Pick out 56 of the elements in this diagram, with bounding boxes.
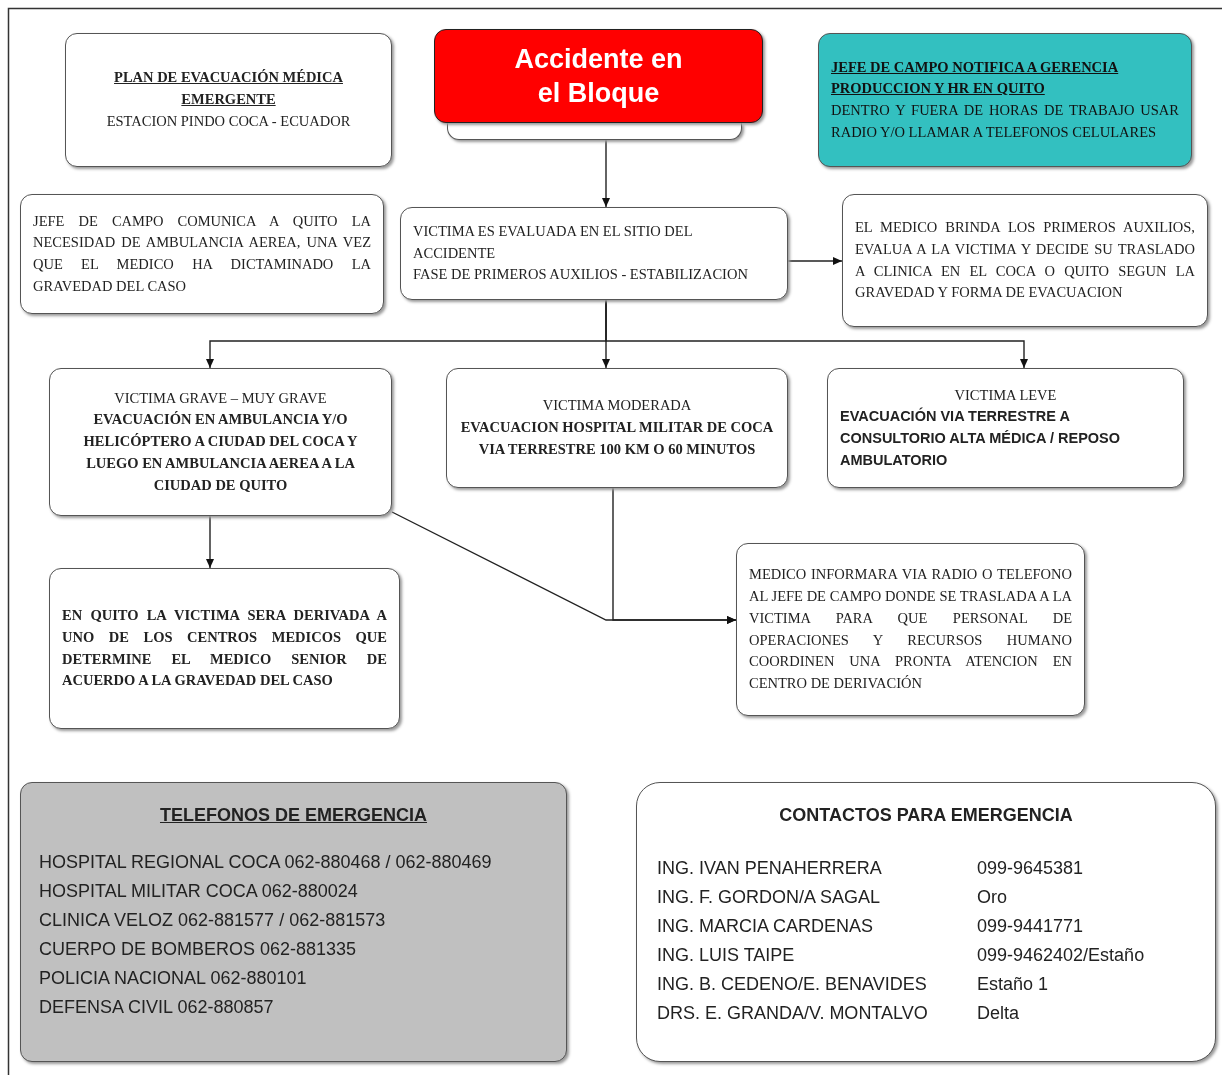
box-text: VICTIMA ES EVALUADA EN EL SITIO DEL ACCIDENTE xyxy=(413,221,693,263)
box-text: EVACUACIÓN EN AMBULANCIA Y/O HELICÓPTERO A CIUDAD DEL COCA Y LUEGO EN AMBULANCIA AEREA A LA CIUDAD DE QUITO xyxy=(82,410,359,495)
panel-heading: CONTACTOS PARA EMERGENCIA xyxy=(778,804,1074,827)
process-box xyxy=(20,194,384,314)
title-box xyxy=(65,33,392,167)
contact-name: ING. F. GORDON/A SAGAL xyxy=(657,886,882,909)
box-text: EN QUITO LA VICTIMA SERA DERIVADA A UNO DE LOS CENTROS MEDICOS QUE DETERMINE EL MEDICO SENIOR DE ACUERDO A LA GRAVEDAD DEL CASO xyxy=(62,606,387,691)
box-text: JEFE DE CAMPO COMUNICA A QUITO LA NECESIDAD DE AMBULANCIA AEREA, UNA VEZ QUE EL MEDICO HA DICTAMINADO LA GRAVEDAD DEL CASO xyxy=(33,211,371,296)
contact-number: Delta xyxy=(977,1002,1021,1025)
phone-entry: DEFENSA CIVIL 062-880857 xyxy=(39,996,275,1019)
panel-heading: TELEFONOS DE EMERGENCIA xyxy=(159,804,428,827)
notice-heading: JEFE DE CAMPO NOTIFICA A GERENCIA PRODUCCION Y HR EN QUITO xyxy=(831,57,1120,99)
process-box xyxy=(827,368,1184,488)
phone-entry: HOSPITAL MILITAR COCA 062-880024 xyxy=(39,880,359,903)
phone-entry: CLINICA VELOZ 062-881577 / 062-881573 xyxy=(39,909,387,932)
arrow xyxy=(206,515,214,569)
arrow xyxy=(787,257,843,265)
process-box xyxy=(49,368,392,516)
process-box xyxy=(446,368,788,488)
event-title: Accidente en el Bloque xyxy=(513,43,684,110)
notice-box xyxy=(818,33,1192,167)
phone-entry: POLICIA NACIONAL 062-880101 xyxy=(39,967,308,990)
box-text: EVACUACION HOSPITAL MILITAR DE COCA VIA TERRESTRE 100 KM O 60 MINUTOS xyxy=(459,418,775,459)
contact-name: ING. LUIS TAIPE xyxy=(657,944,796,967)
box-text: VICTIMA LEVE xyxy=(953,385,1058,405)
phone-entry: HOSPITAL REGIONAL COCA 062-880468 / 062-880469 xyxy=(39,851,493,874)
process-box xyxy=(447,123,742,140)
arrow xyxy=(602,139,610,208)
process-box xyxy=(49,568,400,729)
contact-name: ING. MARCIA CARDENAS xyxy=(657,915,875,938)
box-text: VICTIMA GRAVE – MUY GRAVE xyxy=(113,388,328,408)
box-text: ESTACION PINDO COCA - ECUADOR xyxy=(105,111,352,131)
contact-number: Estaño 1 xyxy=(977,973,1050,996)
process-box xyxy=(736,543,1085,716)
box-text: MEDICO INFORMARA VIA RADIO O TELEFONO AL JEFE DE CAMPO DONDE SE TRASLADA A LA VICTIMA PARA QUE PERSONAL DE OPERACIONES Y RECURSOS HUMANO COORDINEN UNA PRONTA ATENCION EN CENTRO DE DERIVACIÓN xyxy=(749,565,1072,693)
contact-name: ING. B. CEDENO/E. BENAVIDES xyxy=(657,973,928,996)
contact-list-panel xyxy=(636,782,1216,1062)
phone-list-panel xyxy=(20,782,567,1062)
box-text: EL MEDICO BRINDA LOS PRIMEROS AUXILIOS, EVALUA A LA VICTIMA Y DECIDE SU TRASLADO A CLINICA EN EL COCA O QUITO SEGUN LA GRAVEDAD Y FORMA DE EVACUACION xyxy=(855,218,1195,303)
contact-name: ING. IVAN PENAHERRERA xyxy=(657,857,883,880)
process-box xyxy=(400,207,788,300)
notice-text: DENTRO Y FUERA DE HORAS DE TRABAJO USAR RADIO Y/O LLAMAR A TELEFONOS CELULARES xyxy=(831,101,1179,142)
contact-number: 099-9645381 xyxy=(977,857,1085,880)
event-box xyxy=(434,29,763,123)
box-text: PLAN DE EVACUACIÓN MÉDICA EMERGENTE xyxy=(113,68,344,110)
process-box xyxy=(842,194,1208,327)
contact-name: DRS. E. GRANDA/V. MONTALVO xyxy=(657,1002,929,1025)
box-text: FASE DE PRIMEROS AUXILIOS - ESTABILIZACION xyxy=(413,265,749,285)
contact-number: 099-9462402/Estaño xyxy=(977,944,1146,967)
box-text: VICTIMA MODERADA xyxy=(541,396,693,416)
arrow xyxy=(605,299,1028,369)
phone-entry: CUERPO DE BOMBEROS 062-881335 xyxy=(39,938,358,961)
arrow xyxy=(612,487,737,624)
contact-number: 099-9441771 xyxy=(977,915,1085,938)
contact-number: Oro xyxy=(977,886,1008,909)
box-text: EVACUACIÓN VIA TERRESTRE A CONSULTORIO ALTA MÉDICA / REPOSO AMBULATORIO xyxy=(840,406,1122,470)
